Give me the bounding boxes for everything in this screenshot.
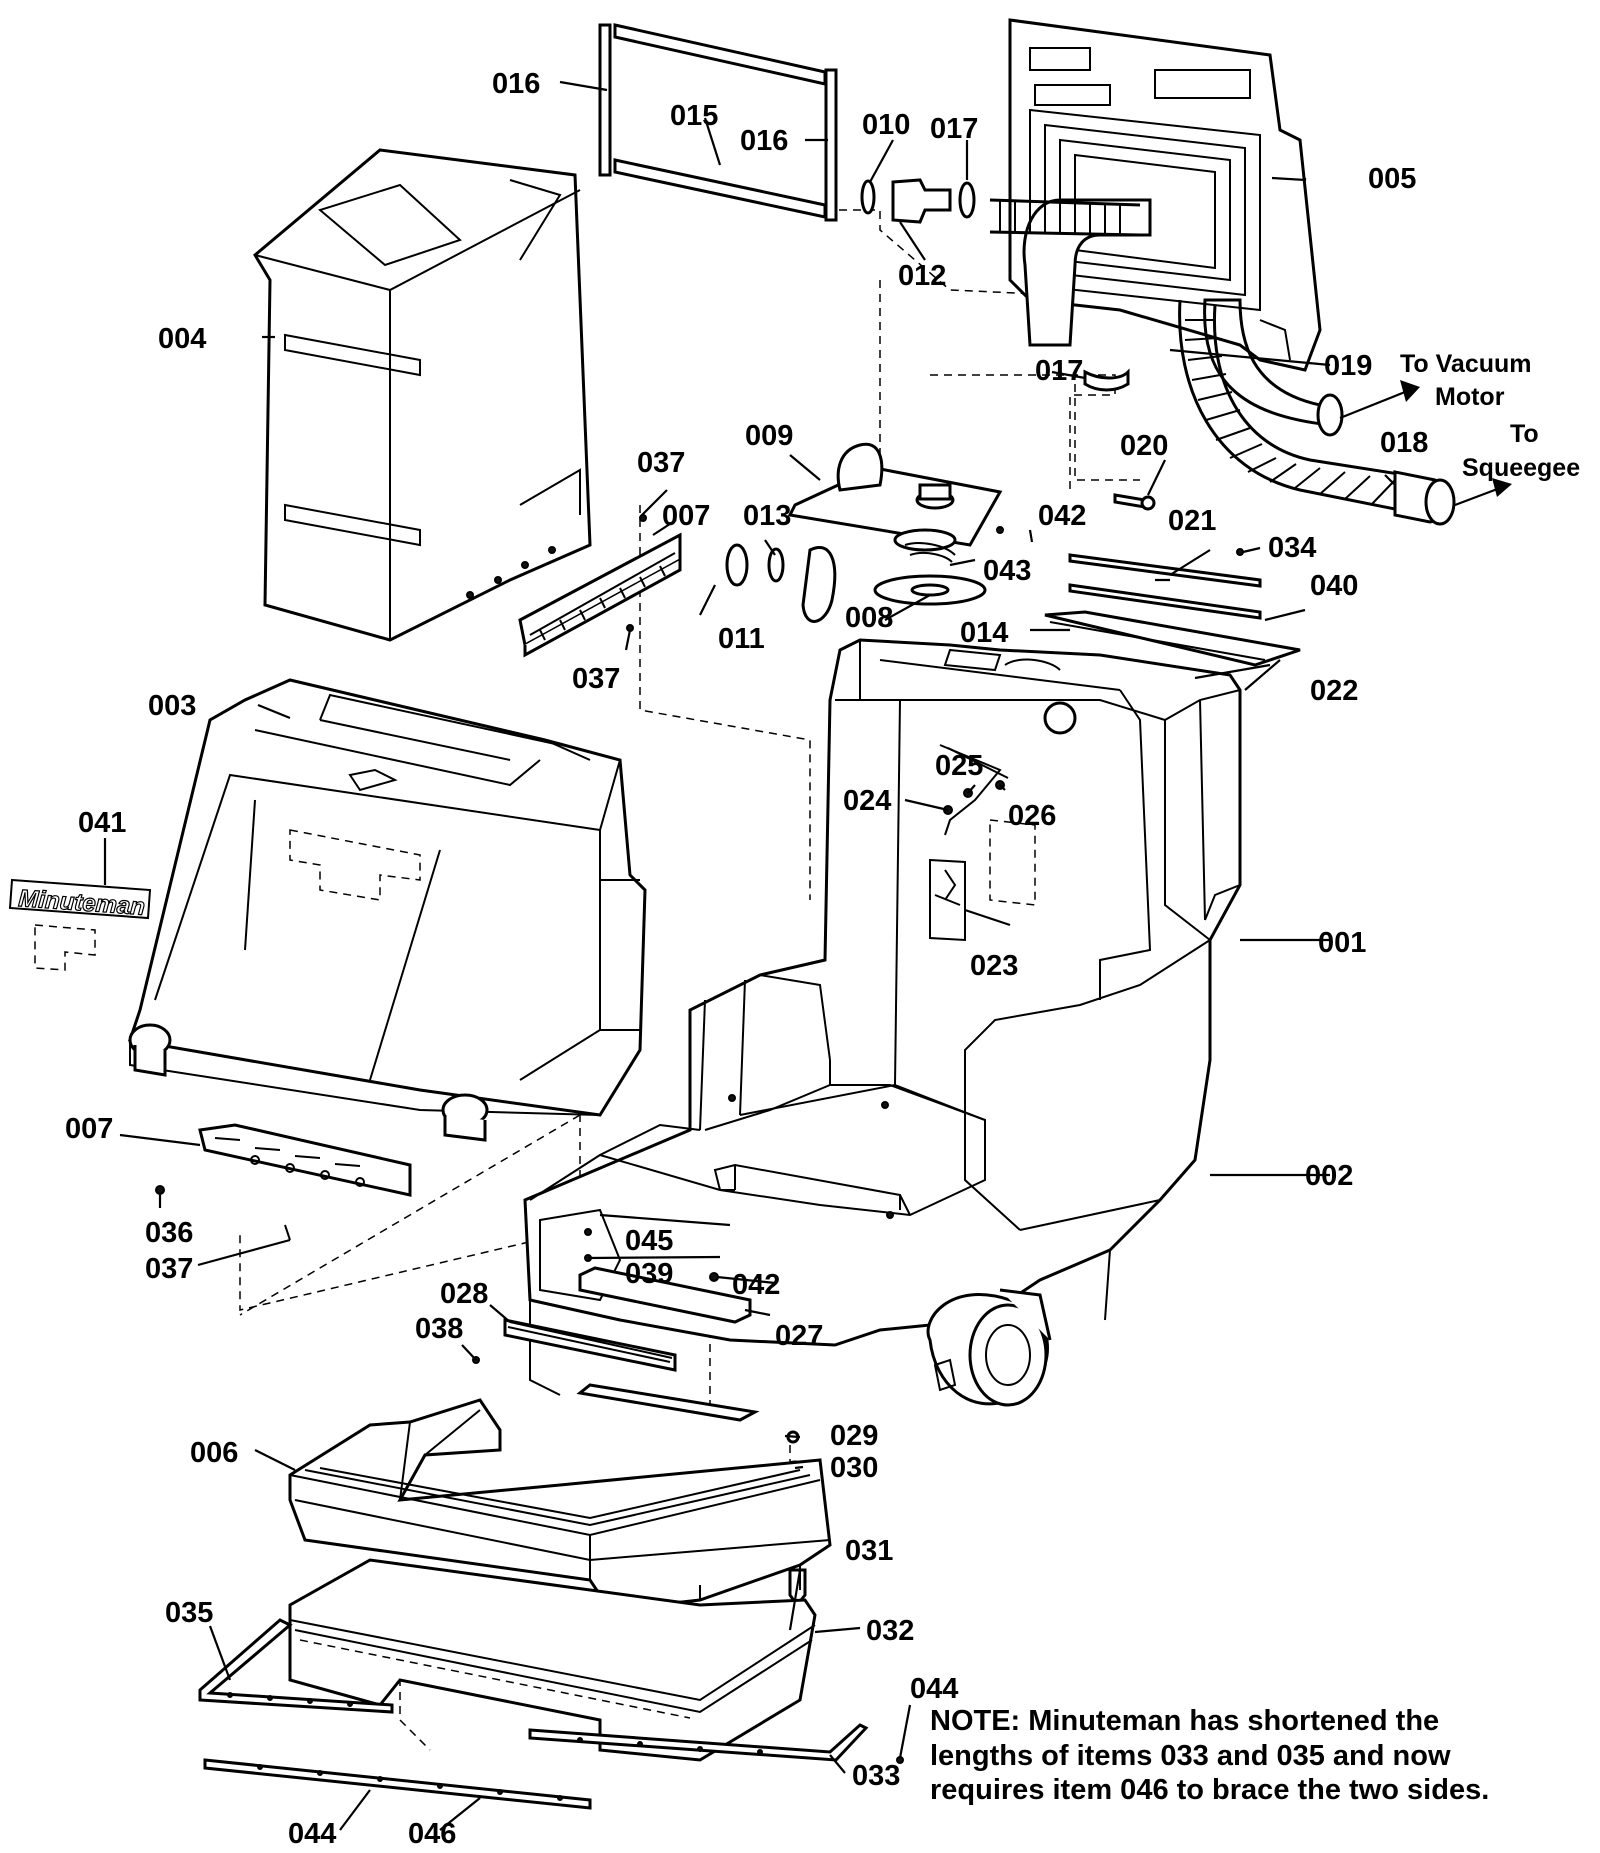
label-003: 003 bbox=[148, 690, 196, 722]
label-015: 015 bbox=[670, 100, 718, 132]
label-033: 033 bbox=[852, 1760, 900, 1792]
part-003-hood bbox=[128, 678, 647, 1142]
note-line-2: lengths of items 033 and 035 and now bbox=[930, 1740, 1451, 1772]
flow-arrows bbox=[1339, 380, 1512, 507]
dest-squeegee-line2: Squeegee bbox=[1462, 454, 1580, 482]
label-038: 038 bbox=[415, 1313, 463, 1345]
label-044-bottom: 044 bbox=[288, 1818, 336, 1850]
label-010: 010 bbox=[862, 109, 910, 141]
label-016-left: 016 bbox=[492, 68, 540, 100]
label-007-lower: 007 bbox=[65, 1113, 113, 1145]
label-004: 004 bbox=[158, 323, 206, 355]
note-line-1: NOTE: Minuteman has shortened the bbox=[930, 1705, 1439, 1737]
part-004-recovery-tank bbox=[253, 148, 592, 642]
part-021-040-022-seals bbox=[1044, 553, 1301, 667]
part-019-vacuum-hose bbox=[1203, 298, 1344, 437]
label-028: 028 bbox=[440, 1278, 488, 1310]
label-005: 005 bbox=[1368, 163, 1416, 195]
label-024: 024 bbox=[843, 785, 891, 817]
label-025: 025 bbox=[935, 750, 983, 782]
label-042-top: 042 bbox=[1038, 500, 1086, 532]
label-037-top: 037 bbox=[637, 447, 685, 479]
label-001: 001 bbox=[1318, 927, 1366, 959]
label-012: 012 bbox=[898, 260, 946, 292]
part-008-011-013-gaskets bbox=[725, 542, 987, 623]
label-034: 034 bbox=[1268, 532, 1316, 564]
part-046-brace bbox=[203, 1756, 904, 1810]
small-hardware-upper bbox=[626, 493, 1244, 632]
label-007-upper: 007 bbox=[662, 500, 710, 532]
part-033-035-side-rails bbox=[198, 1618, 869, 1762]
label-013: 013 bbox=[743, 500, 791, 532]
label-035: 035 bbox=[165, 1597, 213, 1629]
label-002: 002 bbox=[1305, 1160, 1353, 1192]
label-011: 011 bbox=[718, 623, 765, 655]
label-031: 031 bbox=[845, 1535, 893, 1567]
leader-lines bbox=[103, 80, 1396, 1831]
label-029: 029 bbox=[830, 1420, 878, 1452]
part-labels: 005 016 015 016 010 017 012 017 019 To V… bbox=[65, 68, 1580, 1850]
label-037-lower: 037 bbox=[145, 1253, 193, 1285]
label-017-lower: 017 bbox=[1035, 355, 1083, 387]
label-043: 043 bbox=[983, 555, 1031, 587]
part-007-hinge-lower bbox=[155, 1123, 412, 1241]
note-line-3: requires item 046 to brace the two sides… bbox=[930, 1774, 1489, 1806]
label-032: 032 bbox=[866, 1615, 914, 1647]
label-016-right: 016 bbox=[740, 125, 788, 157]
label-039: 039 bbox=[625, 1258, 673, 1290]
label-008: 008 bbox=[845, 602, 893, 634]
label-021: 021 bbox=[1168, 505, 1216, 537]
label-017-top: 017 bbox=[930, 113, 978, 145]
note-block: NOTE: Minuteman has shortened the length… bbox=[930, 1705, 1489, 1806]
part-009-vacuum-plate bbox=[787, 442, 1003, 552]
part-023-026-switch-bracket bbox=[939, 744, 1009, 836]
label-026: 026 bbox=[1008, 800, 1056, 832]
label-022: 022 bbox=[1310, 675, 1358, 707]
label-041: 041 bbox=[78, 807, 126, 839]
label-042-lower: 042 bbox=[732, 1269, 780, 1301]
label-040: 040 bbox=[1310, 570, 1358, 602]
part-027-028-rails bbox=[472, 1266, 760, 1422]
part-032-drip-pan bbox=[288, 1558, 817, 1762]
dest-vacuum-line1: To Vacuum bbox=[1400, 350, 1532, 378]
label-009: 009 bbox=[745, 420, 793, 452]
label-019: 019 bbox=[1324, 350, 1372, 382]
label-023: 023 bbox=[970, 950, 1018, 982]
label-037-mid: 037 bbox=[572, 663, 620, 695]
dest-squeegee-line1: To bbox=[1510, 420, 1539, 448]
wheel bbox=[926, 1288, 1052, 1407]
part-006-lower-frame bbox=[288, 1398, 832, 1612]
label-020: 020 bbox=[1120, 430, 1168, 462]
label-045: 045 bbox=[625, 1225, 673, 1257]
label-014: 014 bbox=[960, 617, 1008, 649]
label-006: 006 bbox=[190, 1437, 238, 1469]
part-005-back-panel bbox=[1008, 18, 1322, 372]
part-007-hinge-upper bbox=[518, 532, 682, 658]
label-018: 018 bbox=[1380, 427, 1428, 459]
part-010-012-017-fittings bbox=[860, 178, 1130, 392]
hose-ribs bbox=[1184, 319, 1396, 505]
label-044-right: 044 bbox=[910, 1673, 958, 1705]
label-027: 027 bbox=[775, 1320, 823, 1352]
part-018-squeegee-hose bbox=[989, 198, 1456, 526]
label-046: 046 bbox=[408, 1818, 456, 1850]
label-036: 036 bbox=[145, 1217, 193, 1249]
part-041-logo-decal: Minuteman bbox=[8, 878, 152, 971]
dest-vacuum-line2: Motor bbox=[1435, 383, 1505, 411]
part-015-016-filter-frame bbox=[598, 23, 838, 222]
part-001-002-main-body bbox=[523, 638, 1242, 1396]
label-030: 030 bbox=[830, 1452, 878, 1484]
tank-screw-holes bbox=[466, 546, 556, 599]
